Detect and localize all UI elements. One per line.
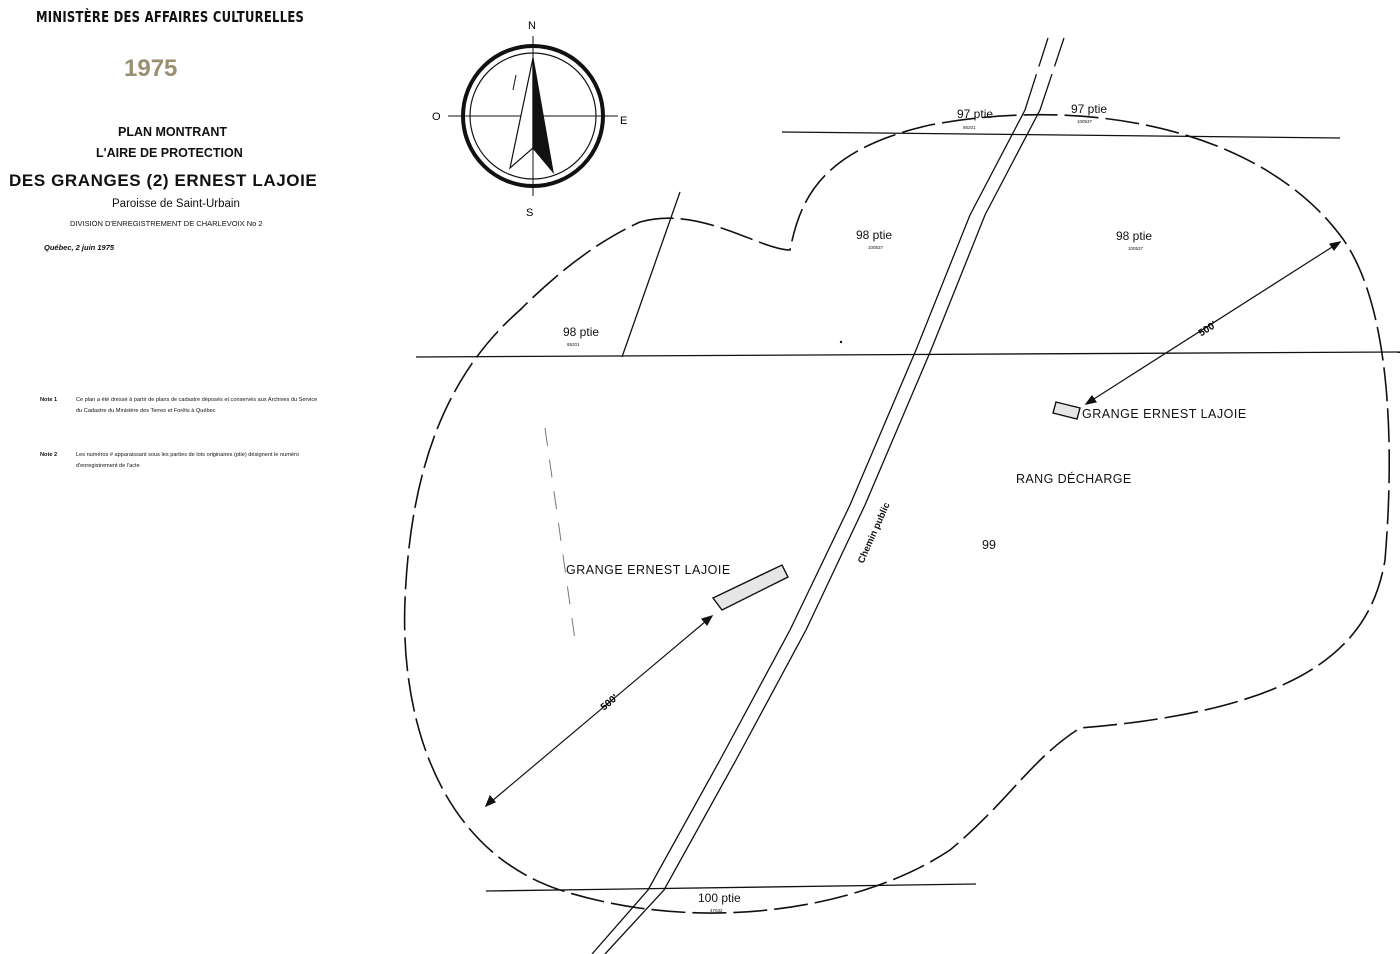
- lot-reg-98-east: 100537: [1128, 246, 1144, 251]
- radius-arrowhead-east-outer: [1329, 241, 1342, 252]
- barn-west-label: GRANGE ERNEST LAJOIE: [566, 563, 731, 577]
- radius-label-east: 500': [1197, 320, 1219, 340]
- road-edge-west: [591, 37, 1049, 954]
- public-road: [591, 37, 1065, 954]
- lot-reg-98-west: 85201: [567, 342, 580, 347]
- plan-title-line3: DES GRANGES (2) ERNEST LAJOIE: [9, 171, 318, 190]
- ministry-title: MINISTÈRE DES AFFAIRES CULTURELLES: [36, 8, 305, 26]
- lot-reg-100: 47032: [710, 908, 723, 913]
- lot-line-south: [485, 883, 977, 892]
- plan-title-line2: L'AIRE DE PROTECTION: [96, 146, 243, 160]
- compass-west-label: O: [432, 111, 441, 123]
- compass-mark: [512, 74, 517, 91]
- faint-survey-line: [544, 427, 576, 641]
- lot-label-100: 100 ptie: [698, 891, 741, 905]
- note-1-text: Ce plan a été dressé à partir de plans d…: [76, 397, 318, 414]
- lot-99-label: 99: [982, 538, 996, 552]
- radius-arrowhead-east-inner: [1084, 394, 1097, 405]
- barn-west-icon: [711, 564, 789, 611]
- survey-point: [839, 340, 843, 344]
- lot-label-97-east: 97 ptie: [1071, 102, 1107, 116]
- lot-line-diagonal: [621, 191, 681, 358]
- compass-rose: [448, 36, 618, 196]
- note-2: Note 2 Les numéros # apparaissant sous l…: [40, 450, 330, 480]
- plan-title-line1: PLAN MONTRANT: [118, 125, 228, 139]
- compass-needle-dark: [532, 57, 554, 175]
- compass-east-label: E: [620, 115, 627, 127]
- lot-reg-98-center: 100537: [868, 245, 884, 250]
- compass-north-label: N: [528, 20, 536, 32]
- lot-line-middle: [415, 351, 1400, 358]
- parish-label: Paroisse de Saint-Urbain: [112, 198, 240, 210]
- protection-boundary: [403, 113, 1391, 914]
- lot-reg-97-east: 100537: [1077, 119, 1093, 124]
- road-label: Chemin public: [856, 501, 893, 565]
- radius-line-west: [485, 615, 713, 807]
- division-label: DIVISION D'ENREGISTREMENT DE CHARLEVOIX …: [70, 219, 263, 228]
- barn-east-label: GRANGE ERNEST LAJOIE: [1082, 407, 1247, 421]
- barn-east-icon: [1052, 401, 1081, 420]
- plan-date: Québec, 2 juin 1975: [44, 243, 115, 252]
- compass-south-label: S: [526, 207, 533, 219]
- note-2-label: Note 2: [40, 452, 58, 458]
- road-edge-east: [604, 37, 1065, 954]
- range-label: RANG DÉCHARGE: [1016, 471, 1132, 486]
- note-1: Note 1 Ce plan a été dressé à partir de …: [40, 395, 330, 435]
- year-label: 1975: [124, 55, 178, 82]
- compass-needle-light: [509, 57, 534, 170]
- radius-arrowhead-west-inner: [700, 615, 714, 627]
- lot-line-north: [781, 131, 1341, 139]
- lot-label-98-center: 98 ptie: [856, 228, 892, 242]
- note-2-text: Les numéros # apparaissant sous les part…: [76, 452, 299, 469]
- lot-label-98-east: 98 ptie: [1116, 229, 1152, 243]
- radius-line-east: [1085, 241, 1341, 405]
- note-1-label: Note 1: [40, 397, 58, 403]
- lot-label-98-west: 98 ptie: [563, 325, 599, 339]
- radius-arrowhead-west-outer: [484, 794, 496, 808]
- lot-label-97-west: 97 ptie: [957, 107, 993, 121]
- lot-reg-97-west: 85201: [963, 125, 976, 130]
